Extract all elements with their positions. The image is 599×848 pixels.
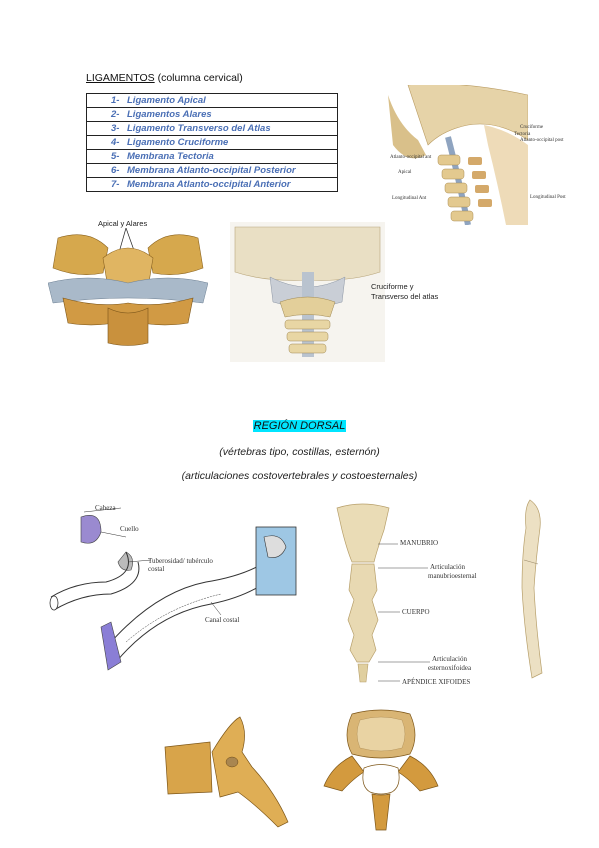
row-name: Ligamentos Alares	[127, 109, 212, 120]
row-name: Membrana Tectoria	[127, 151, 214, 162]
apical-alares-illustration	[48, 228, 208, 346]
table-row: 7- Membrana Atlanto-occipital Anterior	[86, 177, 338, 192]
dorsal-subtitle-2: (articulaciones costovertebrales y costo…	[181, 470, 418, 482]
row-number: 2-	[111, 109, 120, 120]
apical-alares-figure	[48, 228, 208, 348]
label-tectoria: Tectoria	[514, 132, 531, 137]
row-number: 3-	[111, 123, 120, 134]
sternum-lateral-illustration	[521, 499, 543, 679]
label-atlanto-occipital-ant: Atlanto-occipital ant	[390, 155, 432, 160]
row-number: 6-	[111, 165, 120, 176]
caption-apical-alares: Apical y Alares	[98, 219, 148, 228]
cruciforme-illustration	[230, 222, 385, 362]
rib-label-canal: Canal costal	[205, 616, 240, 624]
label-apical: Apical	[398, 170, 412, 175]
dorsal-title: REGIÓN DORSAL	[0, 420, 599, 432]
sternum-label-art-manub-1: Articulación	[430, 563, 465, 571]
row-name: Ligamento Cruciforme	[127, 137, 229, 148]
row-number: 5-	[111, 151, 120, 162]
table-row: 3- Ligamento Transverso del Atlas	[86, 121, 338, 136]
rib-label-cuello: Cuello	[120, 525, 139, 533]
label-cruciforme: Cruciforme	[520, 125, 544, 130]
table-row: 5- Membrana Tectoria	[86, 149, 338, 164]
rib-figure	[46, 502, 298, 684]
cervical-sagittal-figure	[388, 85, 528, 225]
vertebra-lateral-figure	[160, 712, 292, 830]
sternum-label-art-xif-2: esternoxifoidea	[428, 664, 472, 672]
sternum-label-art-manub-2: manubrioesternal	[428, 572, 477, 580]
table-row: 1- Ligamento Apical	[86, 93, 338, 108]
row-name: Membrana Atlanto-occipital Posterior	[127, 165, 296, 176]
cruciforme-figure	[230, 222, 385, 362]
caption-cruciforme-line1: Cruciforme y	[371, 282, 414, 291]
vertebra-superior-illustration	[323, 709, 439, 831]
section-heading: LIGAMENTOS (columna cervical)	[86, 72, 243, 84]
cervical-sagittal-illustration	[388, 85, 528, 225]
table-row: 4- Ligamento Cruciforme	[86, 135, 338, 150]
rib-label-tuberosidad-2: costal	[148, 565, 165, 573]
label-longitudinal-post: Longitudinal Post	[530, 195, 566, 200]
dorsal-subtitle-1: (vértebras tipo, costillas, esternón)	[219, 446, 380, 458]
caption-cruciforme-line2: Transverso del atlas	[371, 292, 439, 301]
vertebra-superior-figure	[322, 706, 440, 834]
rib-illustration	[49, 507, 297, 671]
sternum-label-apendice: APÉNDICE XIFOIDES	[402, 678, 471, 686]
row-number: 1-	[111, 95, 120, 106]
rib-label-tuberosidad-1: Tuberosidad/ tubérculo	[148, 557, 213, 565]
ligaments-table: 1- Ligamento Apical 2- Ligamentos Alares 3…	[86, 93, 338, 192]
row-name: Membrana Atlanto-occipital Anterior	[127, 179, 291, 190]
label-longitudinal-ant: Longitudinal Ant	[392, 196, 427, 201]
row-name: Ligamento Apical	[127, 95, 206, 106]
sternum-label-art-xif-1: Articulación	[432, 655, 467, 663]
sternum-leader-lines	[378, 543, 430, 682]
sternum-lateral-figure	[510, 498, 552, 683]
vertebra-lateral-illustration	[164, 716, 289, 828]
row-name: Ligamento Transverso del Atlas	[127, 123, 271, 134]
row-number: 4-	[111, 137, 120, 148]
sternum-label-manubrio: MANUBRIO	[400, 539, 439, 547]
sternum-label-cuerpo: CUERPO	[402, 608, 430, 616]
table-row: 6- Membrana Atlanto-occipital Posterior	[86, 163, 338, 178]
sternum-front-illustration	[336, 503, 390, 683]
table-row: 2- Ligamentos Alares	[86, 107, 338, 122]
heading-rest: (columna cervical)	[154, 72, 243, 84]
label-atlanto-occipital-post: Atlanto-occipital post	[520, 138, 564, 143]
sternum-front-figure	[332, 500, 394, 690]
row-number: 7-	[111, 179, 120, 190]
rib-label-cabeza: Cabeza	[95, 504, 116, 512]
dorsal-title-text: REGIÓN DORSAL	[252, 420, 347, 432]
heading-underlined: LIGAMENTOS	[86, 72, 155, 84]
